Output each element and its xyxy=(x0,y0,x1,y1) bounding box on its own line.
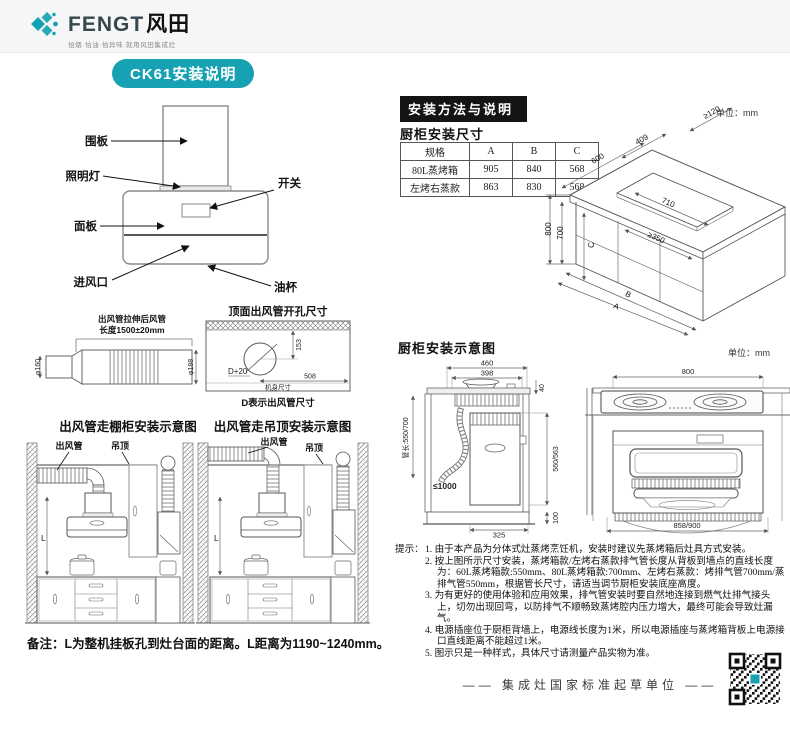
diagram-title: 厨柜安装示意图 xyxy=(398,341,497,356)
duct-dia-right: φ188 xyxy=(188,359,195,375)
model-badge: CK61安装说明 xyxy=(112,59,255,88)
duct-label: 出风管 xyxy=(55,440,82,451)
tip-item: 1. 由于本产品为分体式灶蒸烤烹饪机，安装时建议先蒸烤箱后灶具方式安装。 xyxy=(425,544,752,555)
side-dim-325: 325 xyxy=(493,531,506,539)
side-dim-460: 460 xyxy=(481,359,494,368)
iso-dim-700: 700 xyxy=(556,226,565,240)
side-dim-1000: ≤1000 xyxy=(433,481,457,491)
duct-diagram: 出风管拉伸后风管 长度1500±20mm φ160 φ188 xyxy=(35,314,198,385)
qr-code xyxy=(728,652,782,706)
header-band xyxy=(0,0,790,53)
hole-vdim: 153 xyxy=(296,339,303,351)
brand-text: FENGT 风田 xyxy=(68,8,190,38)
tip-item: 5. 图示只是一种样式，具体尺寸请测量产品实物为准。 xyxy=(425,647,656,659)
install-diagram-ceiling: L 出风管 吊顶 xyxy=(196,437,370,624)
hole-body-label: 机身尺寸 xyxy=(265,383,292,392)
dims-title: 厨柜安装尺寸 xyxy=(400,127,485,142)
duct-caption-2: 长度1500±20mm xyxy=(99,325,165,335)
iso-dim-409: 409 xyxy=(634,132,651,147)
l-dim-label: L xyxy=(41,533,46,543)
ceiling-label: 吊顶 xyxy=(305,443,323,453)
footer-slogan: —— 集成灶国家标准起草单位 —— xyxy=(462,678,718,692)
brand-cn: 风田 xyxy=(146,13,191,36)
tip-item: 3. 为有更好的使用体验和应用效果，排气管安装时要自然地连接到燃气灶排气接头上，… xyxy=(425,590,773,624)
side-dim-pipelen: 管长:550/700 xyxy=(401,417,410,458)
tips: 提示： 1. 由于本产品为分体式灶蒸烤烹饪机，安装时建议先蒸烤箱后灶具方式安装。… xyxy=(395,544,789,659)
hole-hdim: 508 xyxy=(304,374,316,381)
label-jinfengkou: 进风口 xyxy=(74,275,109,289)
header-cell: 规格 xyxy=(400,142,470,161)
table-cell: 863 xyxy=(469,178,513,197)
header-cell: A xyxy=(469,142,513,161)
section-title: 安装方法与说明 xyxy=(400,96,528,122)
install-diagram-cabinet: L 出风管 吊顶 xyxy=(25,440,195,624)
hole-caption: D表示出风管尺寸 xyxy=(241,397,315,409)
front-dim-858: 858/900 xyxy=(673,521,700,530)
iso-diagram: 800 700 600 ≥120 409 710 C ≥350 B A xyxy=(544,104,787,336)
iso-dim-A: A xyxy=(612,301,621,312)
install-ceiling-title: 出风管走吊顶安装示意图 xyxy=(213,420,352,434)
hole-title: 顶面出风管开孔尺寸 xyxy=(229,304,328,318)
unit-label-top: 单位：mm xyxy=(716,108,758,118)
label-mianban: 面板 xyxy=(74,219,97,233)
remark-note: 备注：L为整机挂板孔到灶台面的距离。L距离为1190~1240mm。 xyxy=(27,637,390,651)
ceiling-label: 吊顶 xyxy=(111,441,129,451)
table-cell: 905 xyxy=(469,160,513,179)
table-cell: 80L蒸烤箱 xyxy=(400,160,470,179)
front-view-diagram: 800 858/900 xyxy=(585,367,790,534)
table-row: 左烤右蒸款 863 830 568 xyxy=(400,178,599,197)
brand-tagline: 怕烟·怕油·怕异味·就用风田集成灶 xyxy=(68,42,176,49)
product-diagram: 围板 照明灯 开关 面板 进风口 油杯 xyxy=(66,105,301,294)
unit-label-mid: 单位：mm xyxy=(728,348,770,358)
side-dim-100: 100 xyxy=(553,512,560,524)
l-dim-label: L xyxy=(214,533,219,543)
label-zhaomingdeng: 照明灯 xyxy=(66,169,101,183)
label-kaiguan: 开关 xyxy=(278,176,301,190)
tip-item: 4. 电源插座位于厨柜背墙上，电源线长度为1米，所以电源插座与蒸烤箱背板上电源接… xyxy=(425,624,785,648)
hole-diagram: 顶面出风管开孔尺寸 D+20 153 508 机身尺寸 D表示出风管尺寸 xyxy=(205,304,351,409)
install-cabinet-title: 出风管走棚柜安装示意图 xyxy=(59,420,197,434)
side-view-diagram: 460 398 40 管长:550/700 ≤1000 560/563 100 xyxy=(401,359,560,539)
tips-label: 提示： xyxy=(395,544,424,555)
iso-dim-120: ≥120 xyxy=(702,104,722,121)
side-dim-398: 398 xyxy=(481,369,494,378)
brand-en: FENGT xyxy=(68,13,145,36)
iso-dim-600: 600 xyxy=(590,151,607,166)
brand: FENGT 风田 怕烟·怕油·怕异味·就用风田集成灶 xyxy=(28,8,190,49)
tip-item: 2. 按上图所示尺寸安装，蒸烤箱款/左烤右蒸款排气管长度从背板到墙点的直线长度为… xyxy=(425,555,785,590)
iso-dim-C: C xyxy=(587,242,596,248)
iso-dim-B: B xyxy=(624,289,632,299)
duct-caption-1: 出风管拉伸后风管 xyxy=(98,314,167,324)
brand-logo-icon xyxy=(31,12,58,36)
duct-dia-left: φ160 xyxy=(35,359,42,375)
label-youbei: 油杯 xyxy=(274,280,297,294)
table-cell: 830 xyxy=(512,178,556,197)
front-dim-800: 800 xyxy=(682,367,695,376)
iso-dim-800: 800 xyxy=(544,222,553,236)
hole-d-label: D+20 xyxy=(228,367,248,376)
duct-label: 出风管 xyxy=(260,437,287,447)
side-dim-560: 560/563 xyxy=(553,446,560,471)
side-dim-40: 40 xyxy=(539,384,546,392)
table-cell: 左烤右蒸款 xyxy=(400,178,470,197)
label-weiban: 围板 xyxy=(85,134,108,148)
